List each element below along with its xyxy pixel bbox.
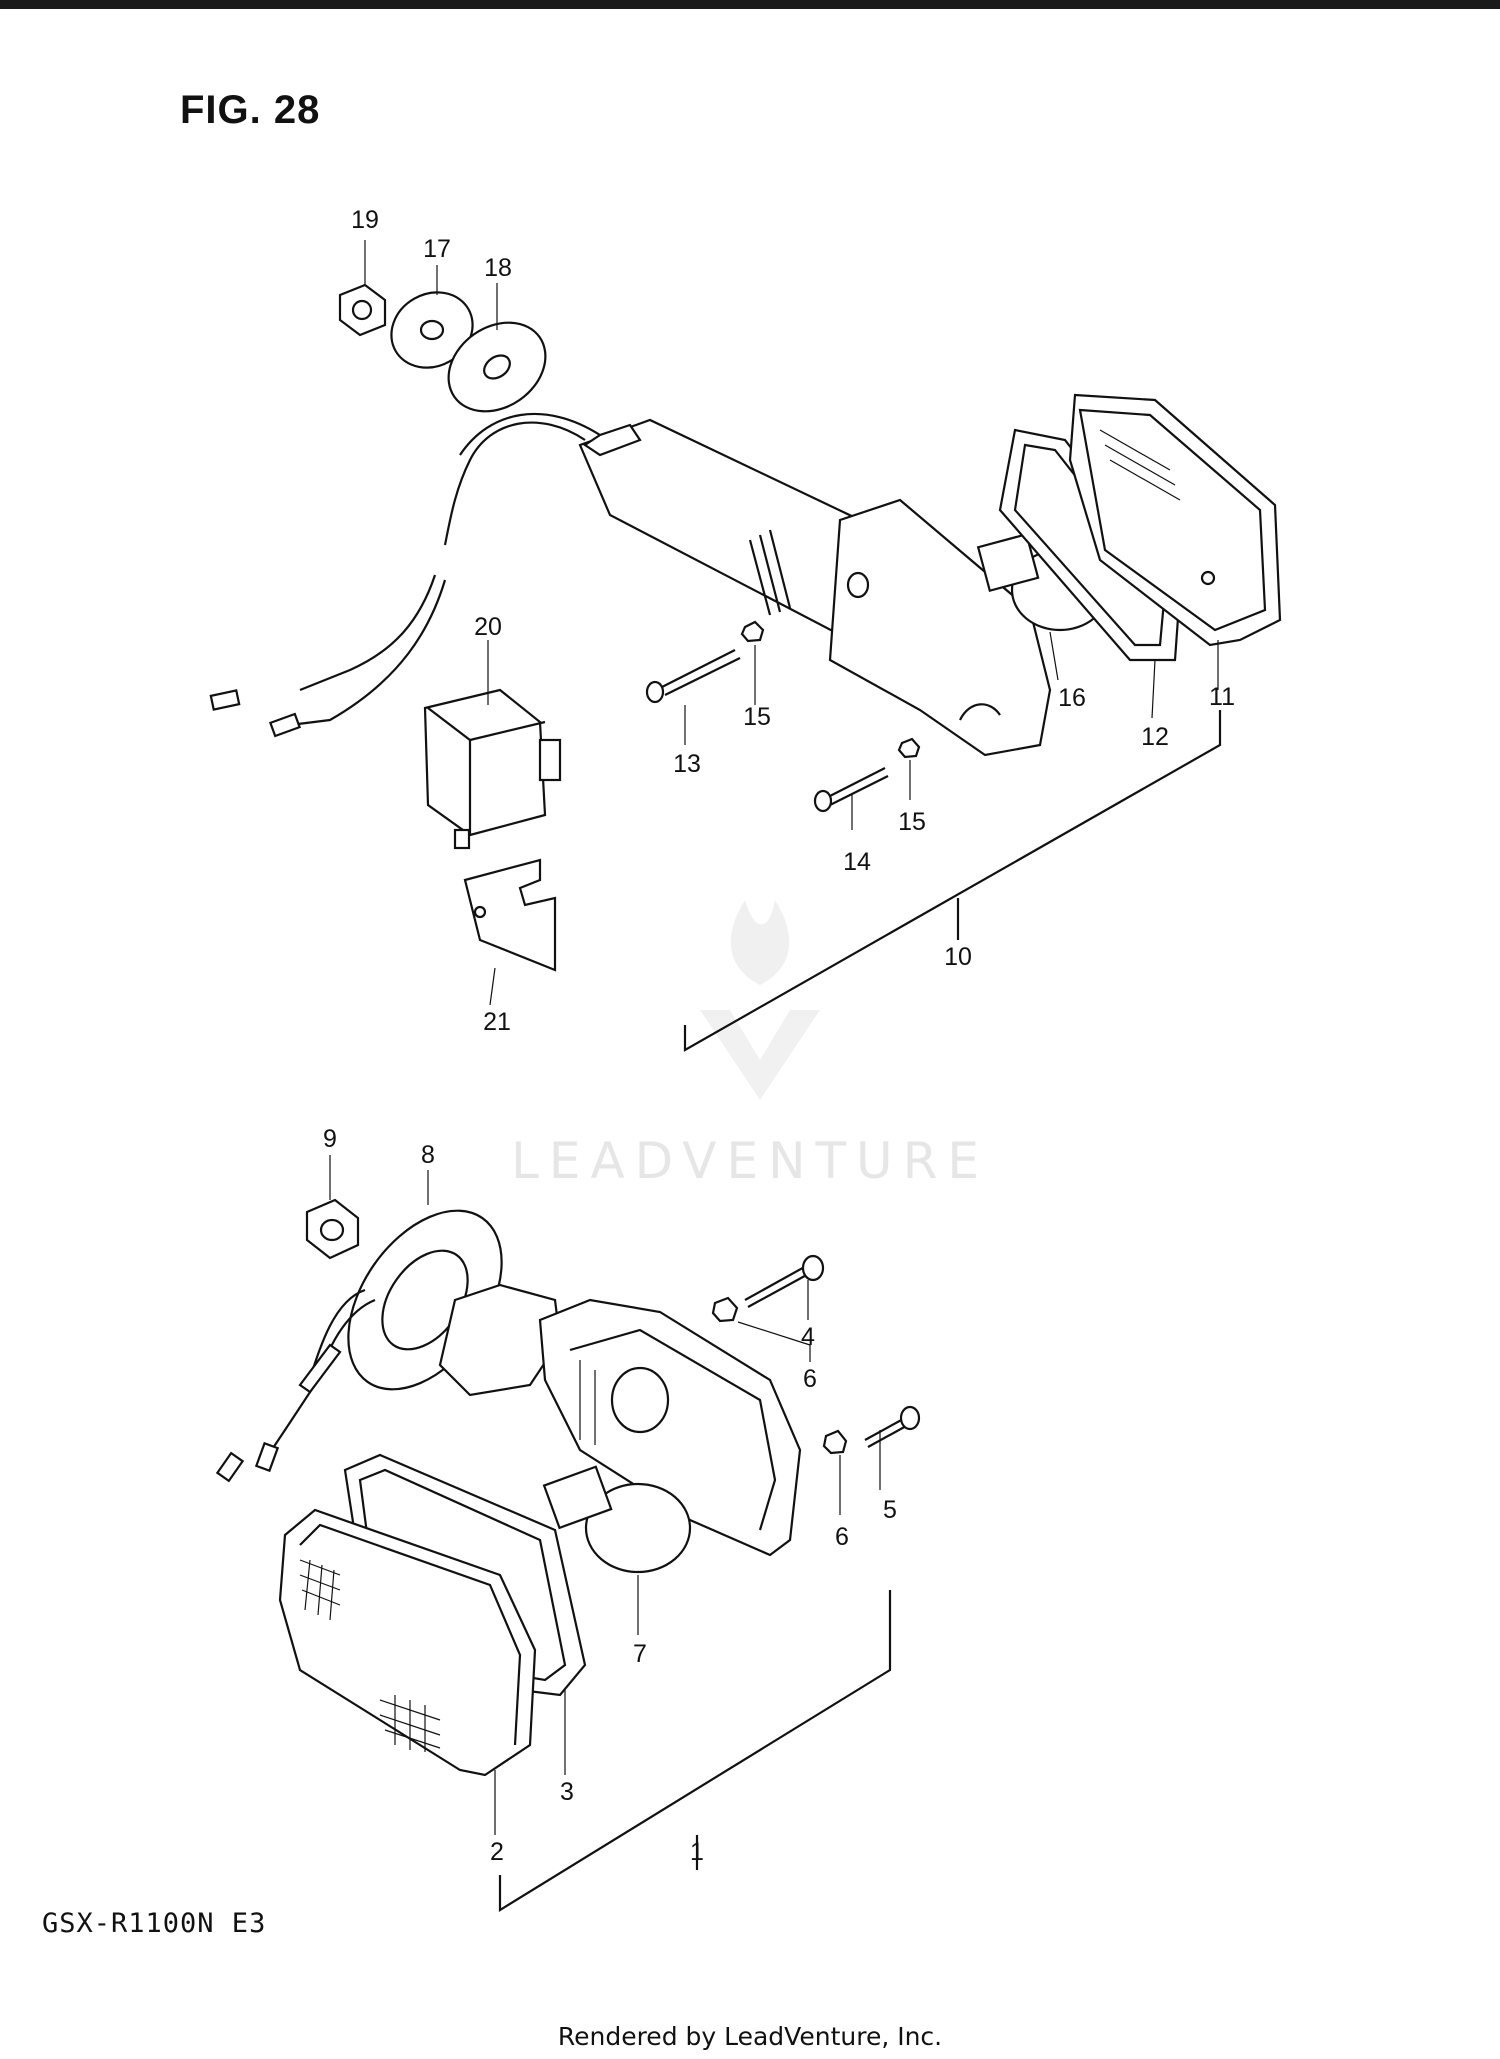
part-19-nut bbox=[338, 283, 387, 337]
watermark-logo bbox=[700, 900, 820, 1100]
callout-10: 10 bbox=[944, 943, 972, 971]
part-15-nut-b bbox=[897, 737, 921, 759]
lower-signal-wiring bbox=[215, 1288, 376, 1483]
part-21-bracket bbox=[463, 858, 557, 972]
figure-title: FIG. 28 bbox=[180, 88, 321, 132]
part-4-screw bbox=[744, 1254, 825, 1308]
callout-17: 17 bbox=[423, 235, 451, 263]
top-border bbox=[0, 0, 1500, 9]
part-18-grommet bbox=[447, 321, 547, 413]
callout-1: 1 bbox=[690, 1838, 704, 1866]
callout-13: 13 bbox=[673, 750, 701, 778]
callout-19: 19 bbox=[351, 206, 379, 234]
part-14-screw bbox=[813, 767, 889, 813]
callout-14: 14 bbox=[843, 848, 871, 876]
callout-15a: 15 bbox=[743, 703, 771, 731]
part-12-gasket bbox=[998, 428, 1182, 662]
part-15-nut-a bbox=[740, 620, 765, 643]
upper-signal-wiring bbox=[209, 412, 601, 738]
lower-signal-housing bbox=[438, 1283, 802, 1557]
part-6-nut-a bbox=[711, 1296, 739, 1323]
upper-signal-housing bbox=[578, 418, 1052, 757]
part-9-nut bbox=[305, 1198, 360, 1260]
callout-11: 11 bbox=[1209, 683, 1235, 711]
callout-12: 12 bbox=[1141, 723, 1169, 751]
callout-3: 3 bbox=[560, 1778, 574, 1806]
part-20-relay bbox=[423, 688, 562, 850]
part-2-lens bbox=[278, 1508, 537, 1777]
callout-16: 16 bbox=[1058, 684, 1086, 712]
lower-leader-lines bbox=[329, 1155, 881, 1835]
credit-text: Rendered by LeadVenture, Inc. bbox=[557, 2022, 943, 2051]
part-7-bulb bbox=[542, 1465, 692, 1574]
callout-21: 21 bbox=[483, 1008, 511, 1036]
callout-4: 4 bbox=[801, 1323, 815, 1351]
callout-9: 9 bbox=[323, 1125, 337, 1153]
part-5-screw bbox=[864, 1405, 921, 1448]
callout-15b: 15 bbox=[898, 808, 926, 836]
callout-7: 7 bbox=[633, 1640, 647, 1668]
callout-20: 20 bbox=[474, 613, 502, 641]
callout-6b: 6 bbox=[835, 1523, 849, 1551]
part-13-screw bbox=[645, 649, 741, 704]
model-label: GSX-R1100N E3 bbox=[42, 1908, 267, 1939]
callout-6a: 6 bbox=[803, 1365, 817, 1393]
callout-18: 18 bbox=[484, 254, 512, 282]
callout-5: 5 bbox=[883, 1496, 897, 1524]
upper-leader-lines bbox=[364, 240, 1219, 1006]
watermark-text: LEADVENTURE bbox=[511, 1132, 989, 1190]
part-17-washer bbox=[390, 291, 474, 369]
callout-8: 8 bbox=[421, 1141, 435, 1169]
part-11-lens bbox=[1068, 393, 1282, 647]
callout-2: 2 bbox=[490, 1838, 504, 1866]
part-10-bracket bbox=[683, 710, 1222, 1052]
part-6-nut-b bbox=[822, 1429, 848, 1455]
part-1-bracket bbox=[498, 1590, 892, 1912]
